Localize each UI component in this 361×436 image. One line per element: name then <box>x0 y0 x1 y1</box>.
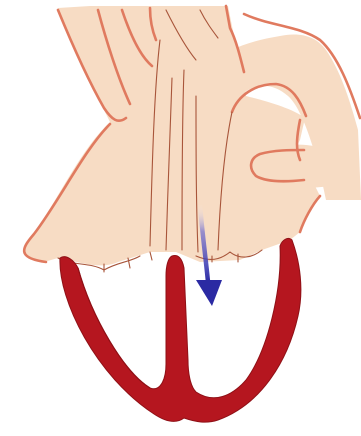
ventricle-wall <box>60 238 301 422</box>
heart-body <box>24 6 361 265</box>
arrow-head <box>196 280 222 306</box>
myocardium <box>60 238 301 422</box>
